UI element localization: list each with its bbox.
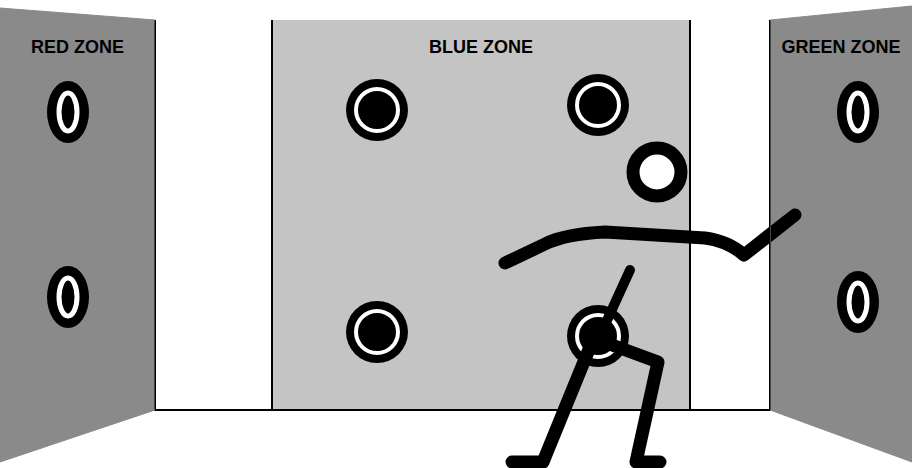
- target-ring: [59, 278, 77, 316]
- target-ring: [849, 283, 867, 321]
- back-targets: [346, 74, 629, 367]
- wall-edge: [271, 20, 273, 411]
- target-ring: [849, 93, 867, 131]
- zone-outline-shape: [0, 8, 155, 462]
- target-ring: [59, 93, 77, 131]
- zone-outline: [0, 0, 155, 468]
- zone-label: BLUE ZONE: [429, 38, 533, 58]
- zone-label: RED ZONE: [31, 38, 124, 58]
- figure-arms: [505, 215, 795, 263]
- target-ring: [356, 311, 398, 353]
- figure-torso: [598, 270, 630, 340]
- target-ring: [577, 84, 619, 126]
- target-disc: [837, 81, 879, 143]
- wall-edges: [155, 20, 770, 411]
- wall-edge: [689, 20, 691, 411]
- figure-leg: [512, 342, 592, 462]
- wall-zone: RED ZONE: [0, 0, 155, 468]
- side-targets: [47, 81, 879, 333]
- wall-zone: BLUE ZONE: [272, 20, 690, 410]
- target-ring: [356, 89, 398, 131]
- zone-outline: [272, 20, 690, 410]
- wall-edge: [154, 20, 156, 411]
- zone-outline-shape: [770, 6, 912, 462]
- stick-figure: [505, 148, 795, 462]
- figure-leg: [604, 342, 660, 462]
- zone-outline-shape: [272, 20, 690, 410]
- target-disc: [567, 305, 629, 367]
- target-disc: [47, 81, 89, 143]
- figure-head: [633, 148, 681, 196]
- right-wall: [770, 6, 912, 462]
- target-disc: [346, 301, 408, 363]
- target-disc: [47, 266, 89, 328]
- target-disc: [837, 271, 879, 333]
- wall-zone: GREEN ZONE: [770, 0, 912, 468]
- left-wall: [0, 8, 155, 462]
- target-disc: [346, 79, 408, 141]
- floor-edge: [155, 409, 770, 411]
- zone-label: GREEN ZONE: [781, 38, 900, 58]
- zone-outline: [770, 0, 912, 468]
- target-disc: [567, 74, 629, 136]
